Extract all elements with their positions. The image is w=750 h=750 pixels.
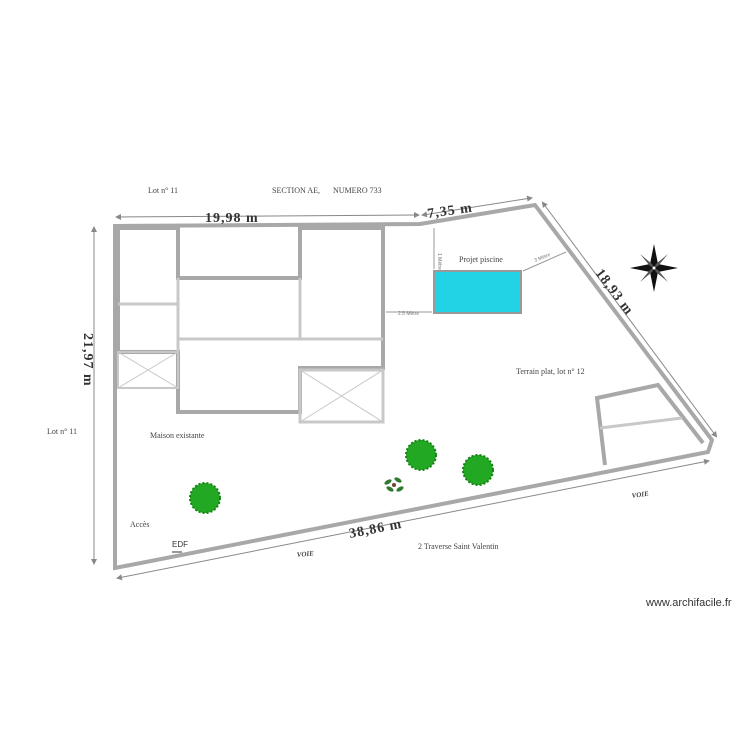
plot-boundary	[113, 202, 715, 571]
plant-icon	[384, 477, 404, 492]
annex-right	[298, 368, 385, 424]
tree-icon	[189, 482, 221, 514]
numero-label: NUMERO 733	[333, 186, 382, 195]
compass-rose-icon	[630, 244, 678, 292]
existing-house	[116, 226, 385, 414]
voie-bottom-label: VOIE	[296, 550, 314, 559]
pool	[433, 270, 522, 314]
tree-icon	[405, 439, 437, 471]
dimension-lines	[91, 195, 718, 581]
lot-top-label: Lot n° 11	[148, 186, 178, 195]
edf-label: EDF	[172, 540, 188, 549]
watermark: www.archifacile.fr	[645, 597, 732, 609]
terrain-label: Terrain plat, lot n° 12	[516, 367, 585, 376]
house-interior-walls	[118, 278, 383, 352]
maison-label: Maison existante	[150, 431, 205, 440]
address-label: 2 Traverse Saint Valentin	[418, 542, 499, 551]
voie-right-label: VOIE	[631, 490, 649, 500]
pool-label: Projet piscine	[459, 255, 503, 264]
dim-top-right: 7,35 m	[426, 201, 473, 222]
dim-top-left: 19,98 m	[205, 211, 259, 226]
acces-label: Accès	[130, 520, 150, 529]
pool-dist-left: 2.5 Mètre	[398, 311, 419, 317]
annex-left	[117, 351, 179, 389]
pool-dist-top: 1 Mètre	[436, 253, 442, 270]
section-label: SECTION AE,	[272, 186, 320, 195]
tree-icon	[462, 454, 494, 486]
lot-left-label: Lot n° 11	[47, 427, 77, 436]
dim-left: 21,97 m	[80, 333, 95, 387]
